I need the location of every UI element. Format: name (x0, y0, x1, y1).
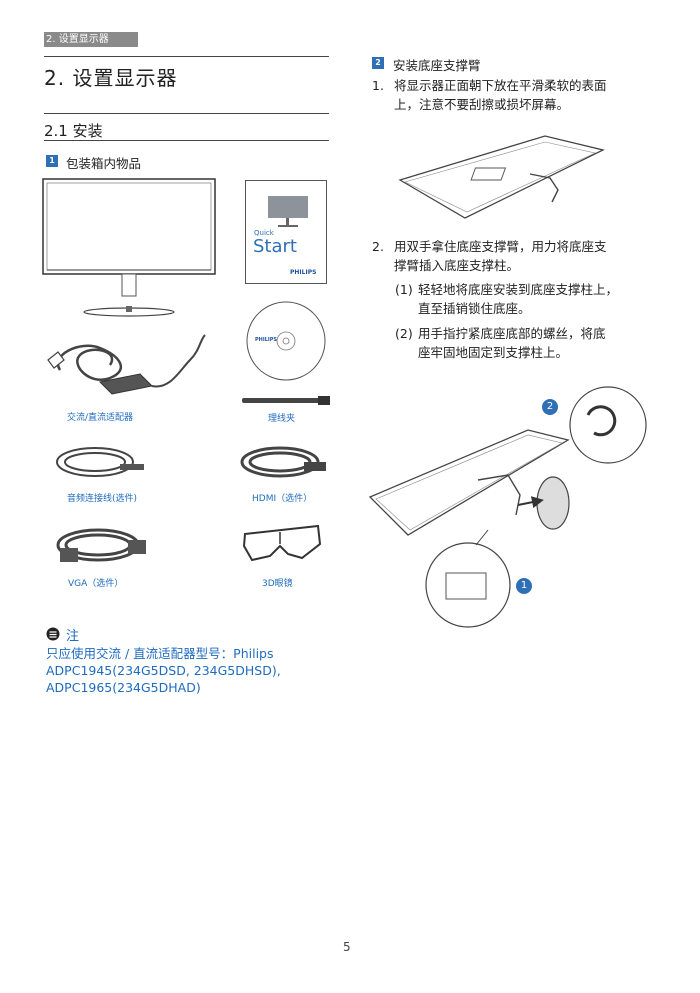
item-number: 2. (372, 239, 384, 254)
divider (44, 113, 329, 114)
item-text-line: 轻轻地将底座安装到底座支撑柱上， (418, 282, 619, 297)
caption-vga-cable: VGA（选件） (68, 579, 124, 589)
divider (44, 56, 329, 57)
quick-label: Quick (254, 229, 274, 237)
item-text-line: 将显示器正面朝下放在平滑柔软的表面 (394, 78, 607, 93)
caption-hdmi-cable: HDMI（选件） (252, 494, 313, 504)
quick-start-booklet: Quick Start PHILIPS (245, 180, 327, 284)
divider (44, 140, 329, 141)
step-title: 安装底座支撑臂 (393, 58, 481, 73)
item-number: 1. (372, 78, 384, 93)
caption-cable-tie: 理线夹 (268, 414, 296, 424)
monitor-face-down-illustration (398, 135, 605, 219)
monitor-illustration (42, 178, 216, 317)
item-text-line: 用双手拿住底座支撑臂，用力将底座支 (394, 239, 607, 254)
page-number: 5 (343, 940, 351, 954)
item-text-line: 座牢固地固定到支撑柱上。 (418, 345, 569, 360)
sub-item-number: (1) (395, 282, 413, 297)
power-adapter-illustration (47, 334, 206, 395)
hdmi-cable-illustration (240, 446, 326, 478)
sub-item-number: (2) (395, 326, 413, 341)
note-title: 注 (66, 629, 80, 644)
item-text-line: 直至插销锁住底座。 (418, 301, 531, 316)
item-text-line: 用手指拧紧底座底部的螺丝，将底 (418, 326, 606, 341)
cd-disc (246, 301, 326, 381)
chapter-title: 2. 设置显示器 (44, 66, 178, 90)
cable-tie-illustration (242, 396, 330, 405)
note-line: ADPC1945(234G5DSD, 234G5DHSD), (46, 663, 281, 678)
caption-power-adapter: 交流/直流适配器 (67, 413, 134, 423)
caption-audio-cable: 音频连接线(选件) (67, 494, 138, 504)
callout-1-badge: 1 (516, 578, 532, 594)
3d-glasses-illustration (242, 524, 322, 562)
section-title: 2.1 安装 (44, 122, 103, 140)
monitor-thumbnail-icon (268, 196, 308, 227)
stand-assembly-illustration (368, 386, 647, 628)
header-tab: 2. 设置显示器 (44, 32, 138, 47)
note-body: 只应使用交流 / 直流适配器型号：Philips ADPC1945(234G5D… (46, 645, 326, 696)
callout-2-badge: 2 (542, 399, 558, 415)
audio-cable-illustration (56, 447, 144, 477)
caption-3d-glasses: 3D眼镜 (262, 579, 293, 589)
note-line: 只应使用交流 / 直流适配器型号：Philips (46, 646, 274, 661)
cd-brand-logo: PHILIPS (255, 337, 278, 343)
start-label: Start (253, 236, 297, 257)
note-icon (46, 627, 60, 641)
step-title: 包装箱内物品 (66, 156, 142, 171)
item-text-line: 上，注意不要刮擦或损坏屏幕。 (394, 97, 570, 112)
note-line: ADPC1965(234G5DHAD) (46, 680, 201, 695)
step-number-badge: 1 (46, 155, 58, 167)
step-number-badge: 2 (372, 57, 384, 69)
vga-cable-illustration (56, 528, 146, 562)
philips-logo: PHILIPS (290, 269, 317, 276)
item-text-line: 撑臂插入底座支撑柱。 (394, 258, 520, 273)
